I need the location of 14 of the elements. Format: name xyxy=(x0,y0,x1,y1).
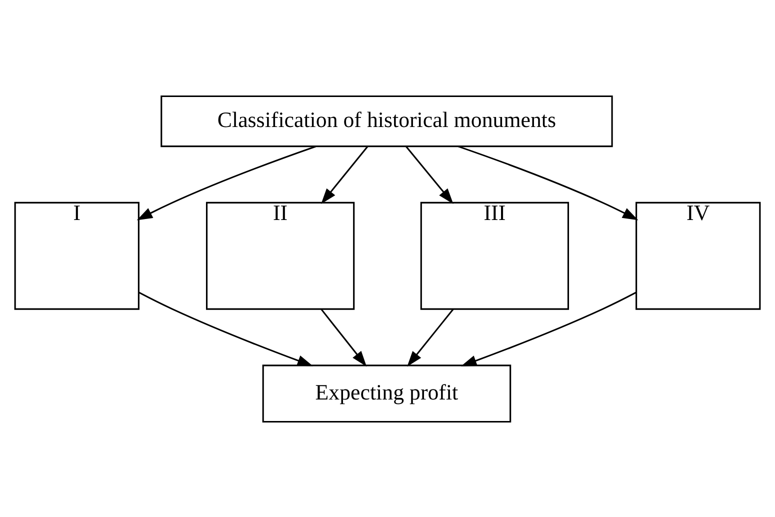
arrow xyxy=(138,291,314,366)
node-box: II xyxy=(206,201,355,310)
node-box: I xyxy=(14,201,140,310)
arrow xyxy=(458,145,638,220)
node-box: Classification of historical monuments xyxy=(160,94,613,147)
arrow xyxy=(321,145,368,204)
node-box: III xyxy=(420,201,570,310)
arrow xyxy=(136,145,316,220)
arrow xyxy=(320,308,367,366)
node-box: Expecting profit xyxy=(262,364,512,422)
arrow xyxy=(460,291,636,366)
arrow xyxy=(405,145,454,204)
arrow xyxy=(407,308,454,366)
node-box: IV xyxy=(636,201,761,310)
